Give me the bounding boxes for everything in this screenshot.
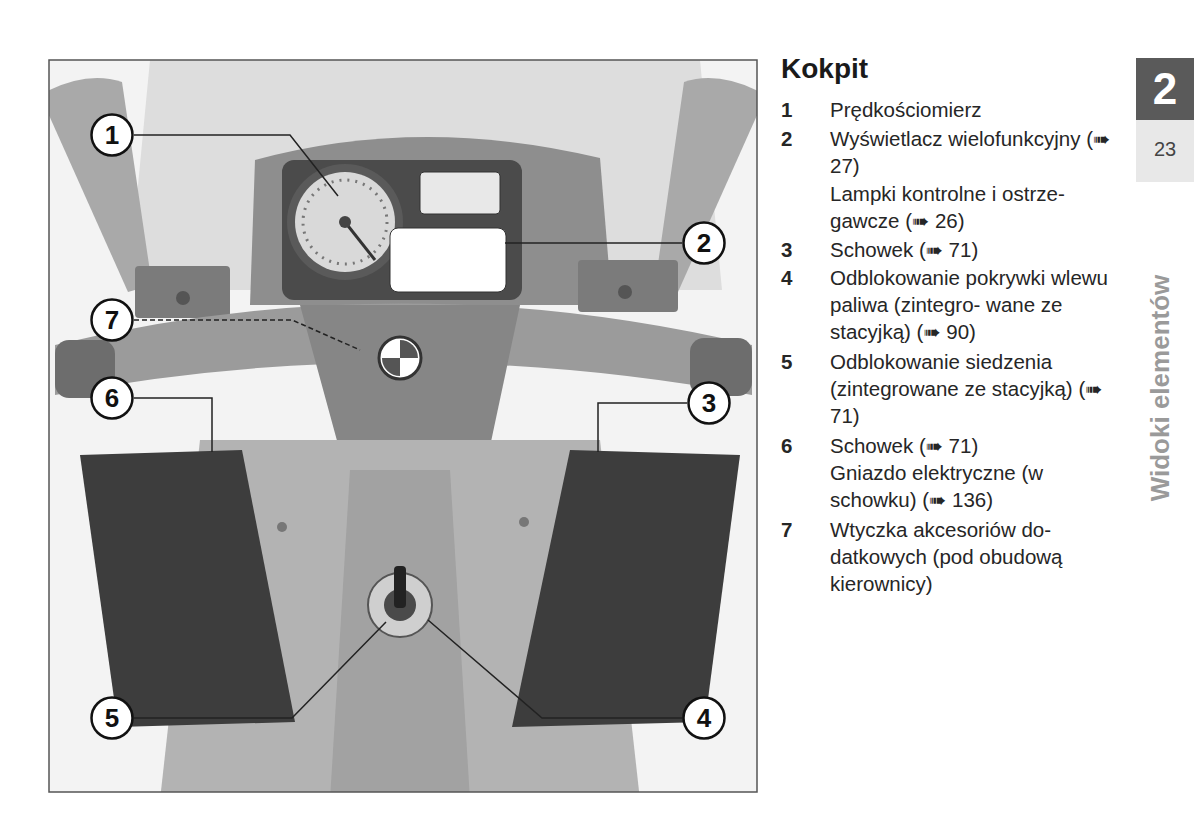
callout-ring bbox=[689, 383, 730, 424]
page-number: 23 bbox=[1136, 137, 1194, 161]
callout-ring bbox=[684, 223, 725, 264]
bmw-logo-quarter bbox=[400, 340, 418, 358]
right-brake-reservoir bbox=[578, 260, 678, 312]
leader-line bbox=[134, 622, 386, 718]
page-tab bbox=[1136, 120, 1194, 182]
ignition-key bbox=[394, 566, 406, 608]
multifunction-display bbox=[390, 228, 506, 292]
screw bbox=[277, 522, 287, 532]
callout-number: 1 bbox=[105, 120, 119, 150]
item-number: 3 bbox=[781, 236, 821, 263]
center-ridge bbox=[330, 470, 470, 792]
callout-circle: 6 bbox=[90, 376, 134, 420]
speedometer-ring bbox=[287, 164, 403, 280]
leader-lines bbox=[134, 135, 687, 718]
leader-line bbox=[598, 403, 687, 452]
callout-number: 2 bbox=[697, 228, 711, 258]
item-text: Wyświetlacz wielofunkcyjny (➠ 27) bbox=[830, 125, 1112, 179]
chapter-tab bbox=[1136, 58, 1194, 120]
callout-number: 6 bbox=[105, 383, 119, 413]
needle-hub bbox=[339, 216, 351, 228]
item-number: 1 bbox=[781, 96, 821, 123]
page-title: Kokpit bbox=[781, 52, 1101, 86]
item-number: 2 bbox=[781, 125, 821, 152]
item-text: Prędkościomierz bbox=[830, 96, 1112, 123]
speedometer-face bbox=[295, 172, 395, 272]
instrument-panel bbox=[282, 160, 522, 300]
right-mirror bbox=[655, 78, 757, 292]
item-number: 5 bbox=[781, 348, 821, 375]
leader-line bbox=[134, 135, 338, 196]
bmw-logo bbox=[379, 337, 421, 379]
callout-number: 5 bbox=[105, 703, 119, 733]
leader-line bbox=[134, 398, 212, 452]
right-glove-box bbox=[512, 450, 740, 727]
callout-ring bbox=[684, 698, 725, 739]
picture-frame bbox=[49, 60, 757, 792]
callout-circle: 3 bbox=[687, 381, 731, 425]
callout-circle: 5 bbox=[90, 696, 134, 740]
left-mirror bbox=[49, 78, 152, 292]
callout-circle: 4 bbox=[682, 696, 726, 740]
item-number: 6 bbox=[781, 432, 821, 459]
item-text: Gniazdo elektryczne (w schowku) (➠ 136) bbox=[830, 459, 1112, 513]
speedometer-needle bbox=[345, 222, 375, 260]
leader-line bbox=[505, 242, 682, 244]
callout-ring bbox=[92, 115, 133, 156]
instrument-cowl bbox=[250, 137, 612, 305]
chapter-number: 2 bbox=[1136, 64, 1194, 114]
small-display bbox=[420, 172, 500, 214]
callout-circle: 1 bbox=[90, 113, 134, 157]
section-tab-text: Widoki elementów bbox=[1144, 238, 1176, 538]
callout-number: 4 bbox=[697, 703, 711, 733]
item-text: Wtyczka akcesoriów do- datkowych (pod ob… bbox=[830, 516, 1112, 597]
left-glove-box bbox=[80, 450, 295, 727]
callout-circle: 2 bbox=[682, 221, 726, 265]
callout-number: 3 bbox=[702, 388, 716, 418]
item-text: Lampki kontrolne i ostrze- gawcze (➠ 26) bbox=[830, 180, 1112, 234]
callout-ring bbox=[92, 378, 133, 419]
reservoir-screw bbox=[176, 291, 190, 305]
callout-circle: 7 bbox=[90, 298, 134, 342]
item-number: 7 bbox=[781, 516, 821, 543]
callout-ring bbox=[92, 698, 133, 739]
item-text: Odblokowanie siedzenia (zintegrowane ze … bbox=[830, 348, 1112, 429]
reservoir-screw bbox=[618, 285, 632, 299]
item-number: 4 bbox=[781, 264, 821, 291]
item-text: Schowek (➠ 71) bbox=[830, 432, 1112, 459]
leader-line bbox=[428, 620, 682, 718]
left-brake-reservoir bbox=[135, 266, 230, 318]
callout-number: 7 bbox=[105, 305, 119, 335]
leader-line bbox=[134, 320, 360, 350]
item-text: Schowek (➠ 71) bbox=[830, 236, 1112, 263]
item-text: Odblokowanie pokrywki wlewu paliwa (zint… bbox=[830, 264, 1112, 345]
bmw-logo-quarter bbox=[382, 358, 400, 376]
scooter-drawing bbox=[49, 60, 757, 792]
callout-ring bbox=[92, 300, 133, 341]
speedometer-ticks bbox=[303, 180, 387, 264]
screw bbox=[519, 517, 529, 527]
